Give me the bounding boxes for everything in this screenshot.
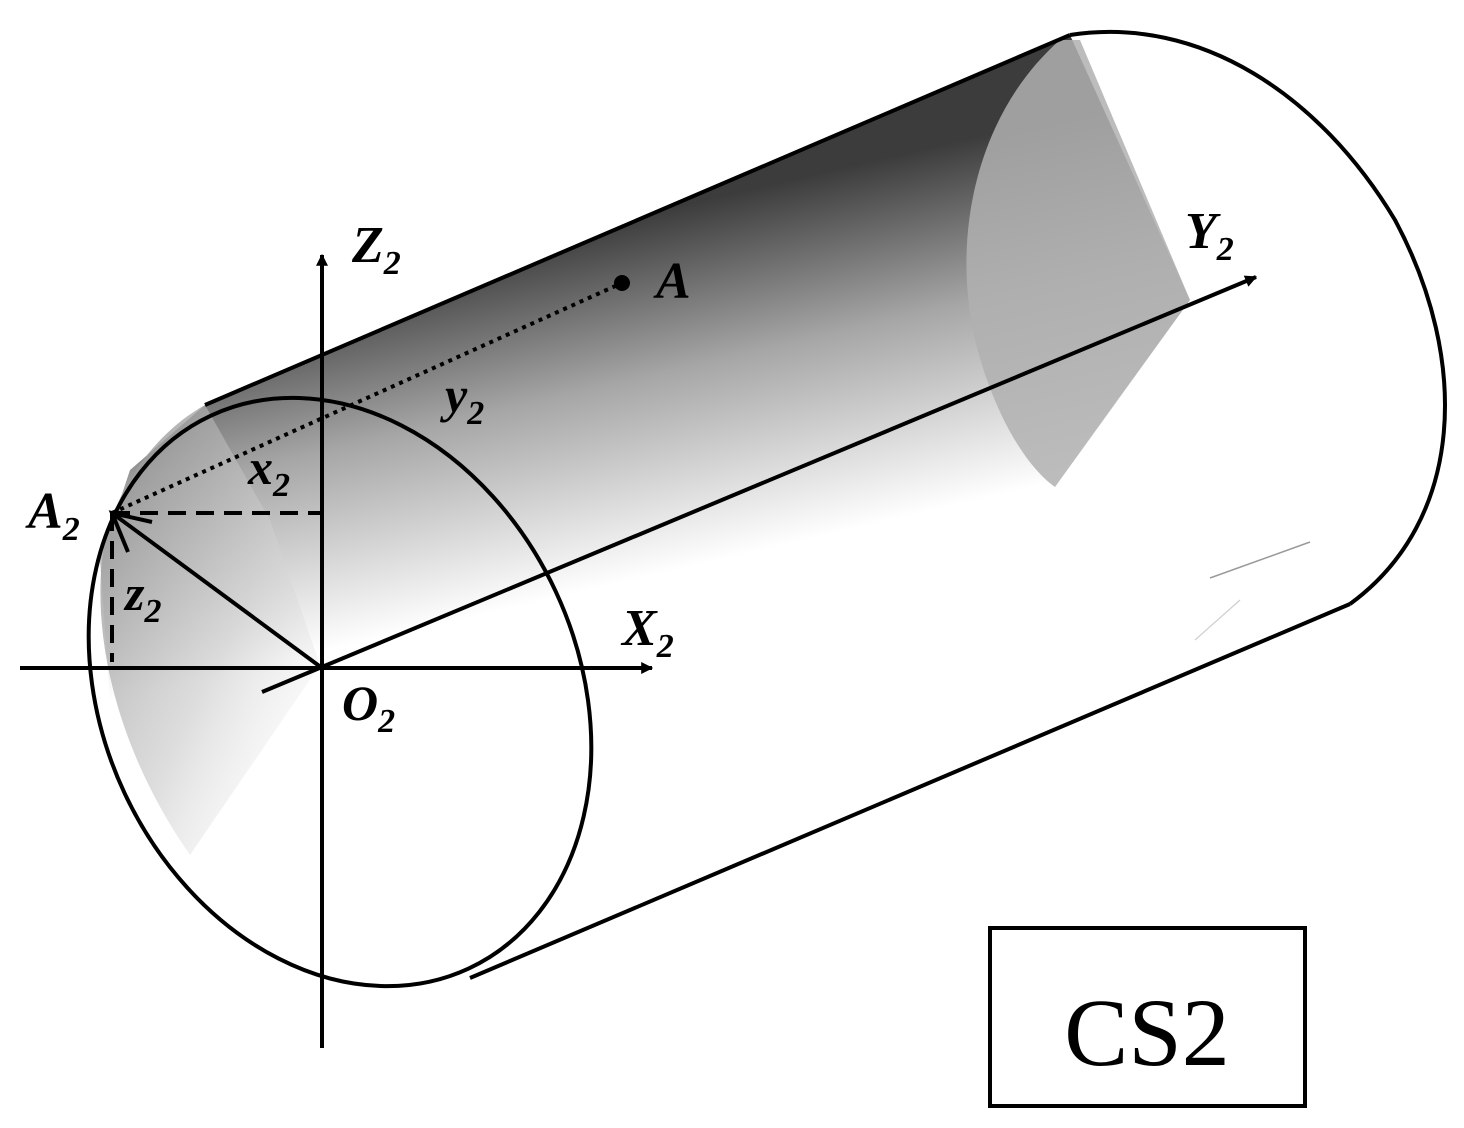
cs2-label-text: CS2 (1064, 979, 1229, 1086)
coord-x2-label: x2 (247, 439, 290, 504)
cylinder-top-edge (204, 33, 1071, 407)
point-a (614, 275, 630, 291)
point-a-label: A (653, 253, 691, 310)
front-cap-shade (100, 405, 321, 855)
origin-label: O2 (342, 675, 395, 740)
faint-mark (1209, 541, 1311, 579)
z-axis-label: Z2 (351, 217, 401, 282)
faint-mark (1194, 599, 1241, 641)
y-axis (261, 275, 1258, 694)
vector-o2-a2 (110, 511, 324, 670)
coord-y2-label: y2 (440, 367, 484, 432)
point-a2-label: A2 (25, 483, 80, 548)
coord-z2-label: z2 (123, 565, 161, 630)
front-cap-ellipse (86, 395, 594, 989)
dotted-a2-to-a (111, 281, 623, 515)
x-axis-label: X2 (620, 600, 674, 665)
back-cap-arc (1069, 29, 1447, 606)
y-axis-label: Y2 (1185, 203, 1234, 268)
cylinder-bottom-edge (469, 602, 1351, 980)
cs2-label-box (988, 926, 1307, 1108)
